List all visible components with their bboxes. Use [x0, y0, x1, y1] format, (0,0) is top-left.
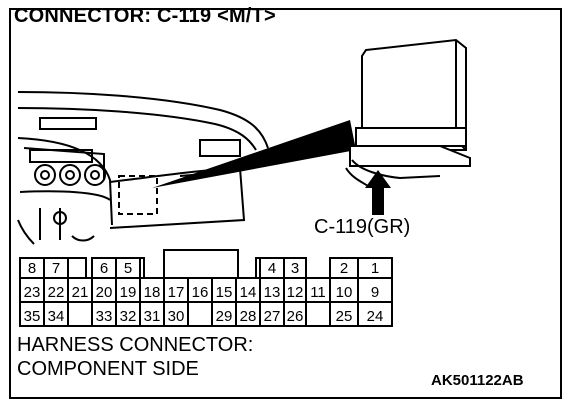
pin-label-18: 18	[144, 284, 161, 301]
pin-label-2: 2	[340, 260, 348, 277]
harness-label: HARNESS CONNECTOR: COMPONENT SIDE	[17, 333, 253, 381]
pin-label-17: 17	[168, 284, 185, 301]
pin-label-35: 35	[24, 308, 41, 325]
pin-label-25: 25	[336, 308, 353, 325]
harness-label-line2: COMPONENT SIDE	[17, 358, 199, 380]
pin-label-15: 15	[216, 284, 233, 301]
pin-cell-34	[43, 301, 69, 327]
pin-label-3: 3	[291, 260, 299, 277]
pin-label-29: 29	[216, 308, 233, 325]
harness-label-line1: HARNESS CONNECTOR:	[17, 334, 254, 356]
pin-cell-30	[163, 301, 189, 327]
pin-label-4: 4	[268, 260, 276, 277]
pin-label-26: 26	[287, 308, 304, 325]
pin-label-6: 6	[100, 260, 108, 277]
diagram-frame	[9, 8, 562, 399]
pin-label-34: 34	[48, 308, 65, 325]
figure-code: AK501122AB	[431, 372, 524, 389]
arrow-icon	[365, 170, 391, 215]
pin-label-8: 8	[28, 260, 36, 277]
pin-label-12: 12	[287, 284, 304, 301]
location-marker	[118, 175, 158, 215]
pin-cell-26	[283, 301, 307, 327]
connector-callout-label: C-119(GR)	[314, 216, 411, 238]
pin-label-11: 11	[310, 284, 326, 301]
pin-label-23: 23	[24, 284, 41, 301]
dashboard-illustration	[17, 91, 269, 245]
pin-label-30: 30	[168, 308, 185, 325]
pin-label-24: 24	[367, 308, 384, 325]
pin-label-31: 31	[144, 308, 161, 325]
pin-label-9: 9	[371, 284, 379, 301]
pin-label-22: 22	[48, 284, 65, 301]
pin-label-14: 14	[240, 284, 257, 301]
pin-label-33: 33	[96, 308, 113, 325]
pin-label-16: 16	[192, 284, 209, 301]
pin-label-10: 10	[336, 284, 353, 301]
pin-label-21: 21	[72, 284, 89, 301]
pin-label-20: 20	[96, 284, 113, 301]
pin-label-19: 19	[120, 284, 137, 301]
pin-label-1: 1	[371, 260, 379, 277]
pin-cell-24	[357, 301, 393, 327]
connector-module	[345, 38, 471, 187]
pin-label-32: 32	[120, 308, 137, 325]
connector-title: CONNECTOR: C-119 <M/T>	[14, 5, 276, 27]
pin-label-13: 13	[264, 284, 281, 301]
projection-wedge	[152, 120, 356, 188]
pin-label-27: 27	[264, 308, 281, 325]
pin-label-5: 5	[124, 260, 132, 277]
pin-label-7: 7	[52, 260, 60, 277]
pin-label-28: 28	[240, 308, 257, 325]
